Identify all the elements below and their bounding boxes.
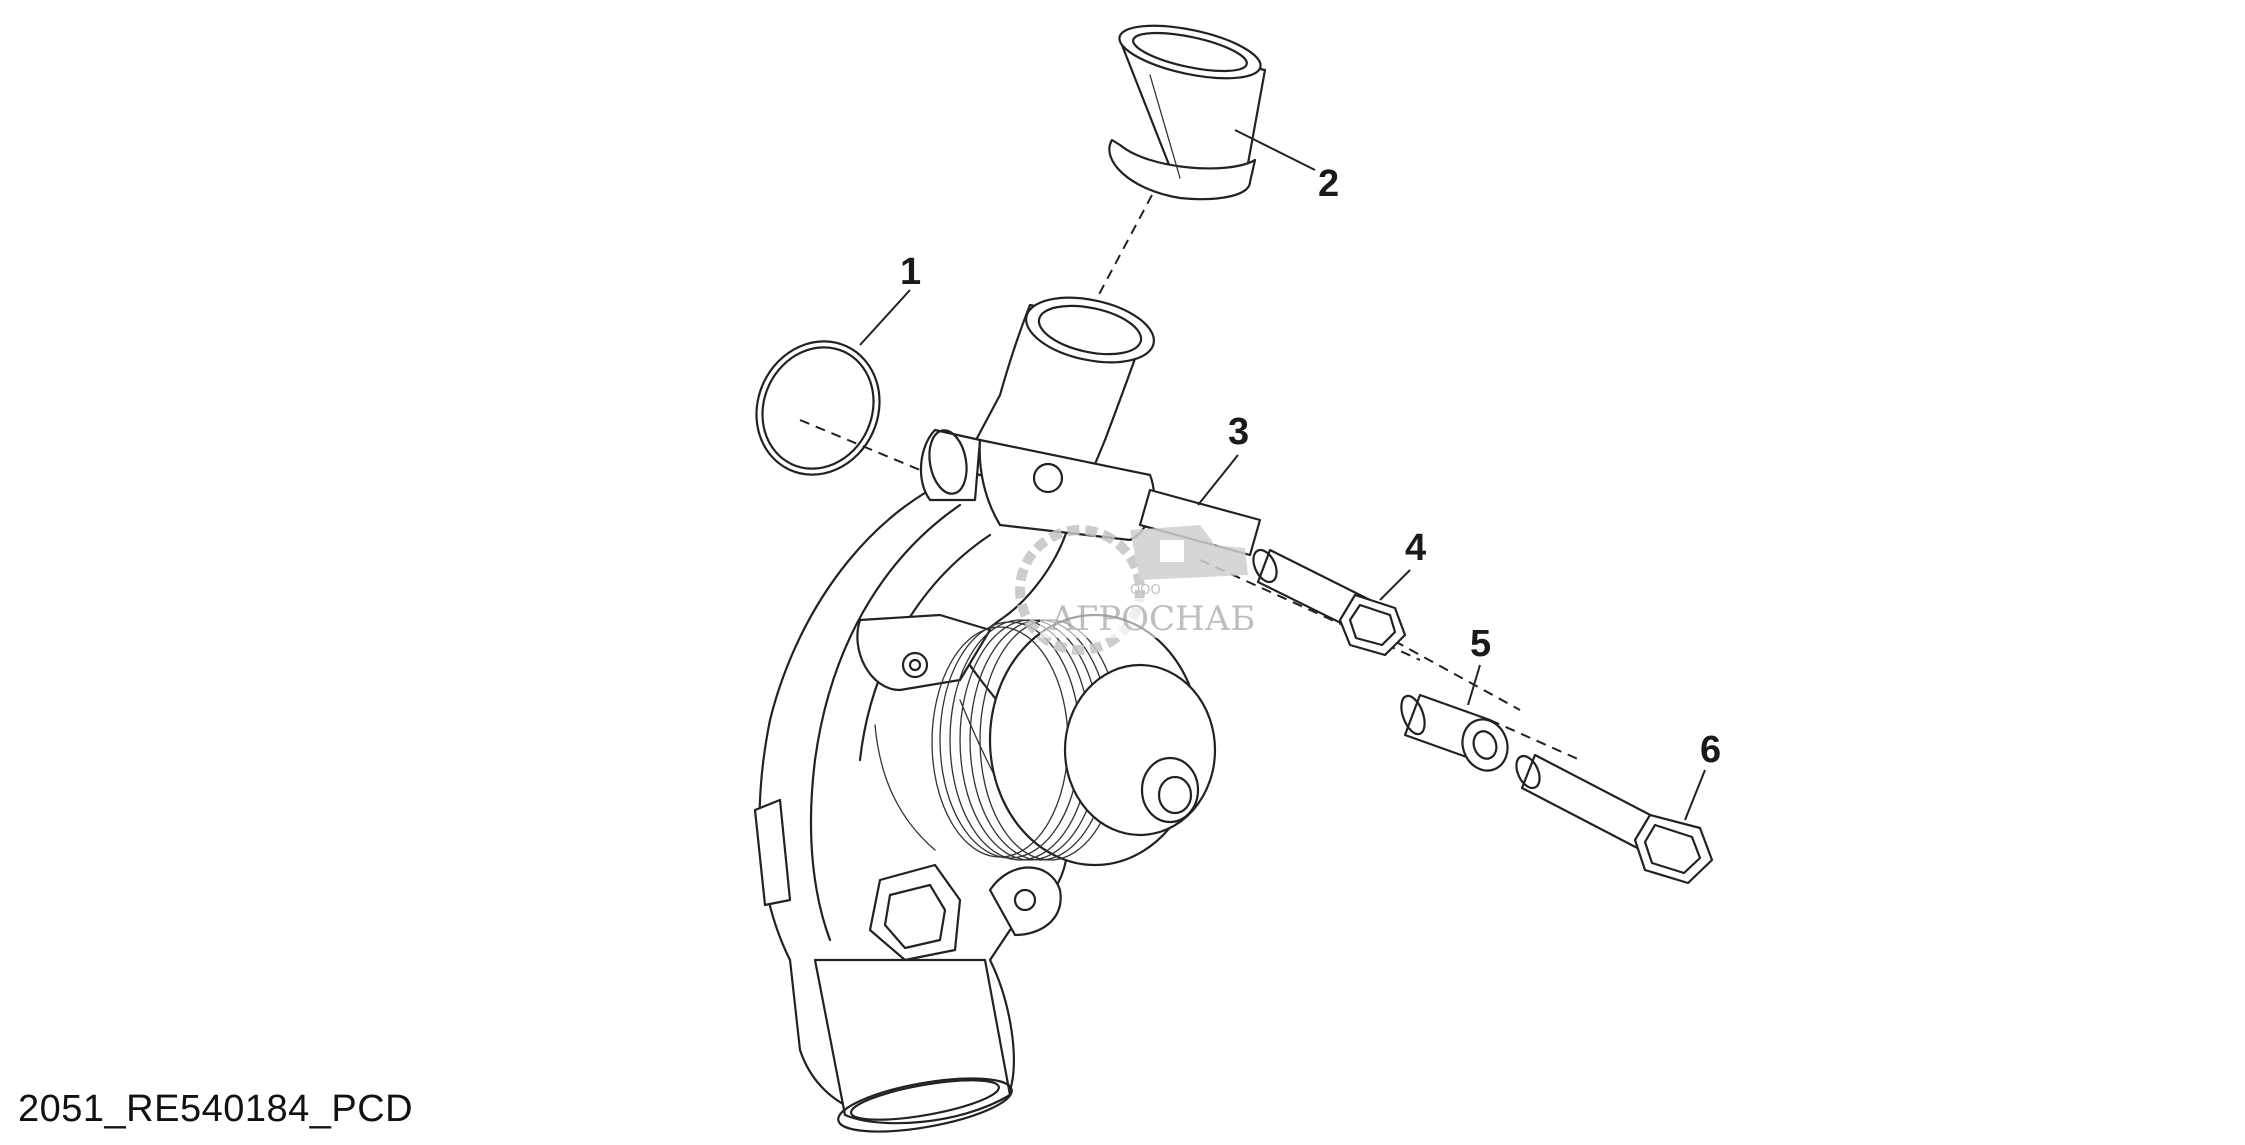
water-pump-housing <box>753 296 1155 1133</box>
bushing-part-5 <box>1400 693 1509 772</box>
callout-6: 6 <box>1700 729 1721 771</box>
watermark-brand: АГРОСНАБ <box>1050 599 1255 639</box>
leader-lines <box>859 129 1706 821</box>
agrosnab-watermark-logo: ООО АГРОСНАБ <box>1015 525 1255 655</box>
callout-2: 2 <box>1318 163 1339 205</box>
flange-bolt-part-4 <box>1252 548 1407 657</box>
watermark-prefix: ООО <box>1130 583 1161 598</box>
callout-4: 4 <box>1405 527 1426 569</box>
flange-bolt-part-6 <box>1515 753 1714 885</box>
pulley <box>931 613 1217 867</box>
callout-3: 3 <box>1228 411 1249 453</box>
connector-tube-part-2 <box>1108 24 1267 201</box>
bolt-part-3 <box>1138 488 1262 557</box>
figure-id-caption: 2051_RE540184_PCD <box>18 1088 414 1130</box>
o-ring-part-1 <box>755 340 881 476</box>
callout-5: 5 <box>1470 623 1491 665</box>
callout-1: 1 <box>900 251 921 293</box>
